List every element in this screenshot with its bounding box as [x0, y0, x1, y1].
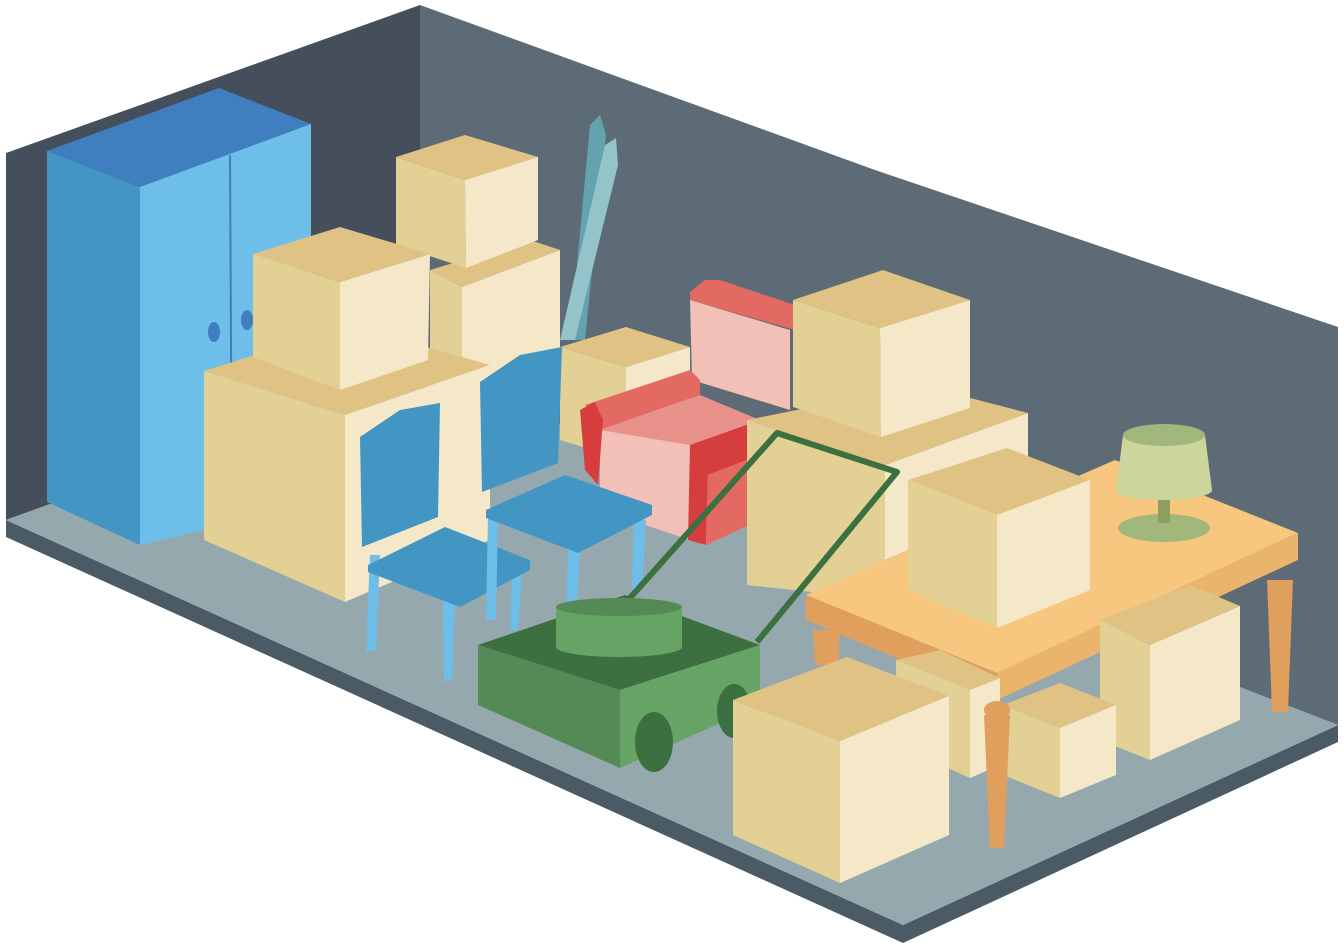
box-face	[465, 157, 538, 268]
chair-right	[480, 347, 652, 620]
cardboard-box	[733, 657, 949, 883]
cardboard-box	[1100, 585, 1240, 760]
box-face	[1060, 705, 1116, 798]
box-face	[840, 696, 949, 883]
box-face	[997, 480, 1090, 628]
box-face	[253, 227, 430, 282]
cardboard-box	[396, 135, 538, 268]
cardboard-box	[908, 448, 1090, 628]
box-face	[733, 700, 840, 883]
wardrobe-knob	[241, 310, 253, 330]
box-face	[733, 657, 949, 741]
box-face	[793, 300, 881, 437]
box-face	[430, 240, 560, 287]
wardrobe-knob	[208, 322, 220, 342]
box-face	[204, 371, 345, 602]
box-face	[908, 480, 997, 628]
box-face	[1003, 683, 1116, 728]
cardboard-box	[793, 270, 970, 437]
box-face	[396, 135, 538, 180]
box-face	[896, 650, 1000, 690]
box-face	[793, 270, 970, 328]
box-face	[253, 254, 340, 390]
box-face	[340, 254, 430, 390]
box-face	[1100, 585, 1240, 645]
cardboard-box	[253, 227, 430, 390]
skis	[560, 115, 618, 340]
box-face	[396, 157, 466, 268]
mower-wheel	[635, 712, 673, 772]
box-face	[747, 420, 885, 600]
boxes-on-table	[908, 448, 1090, 628]
box-face	[1003, 705, 1060, 798]
box-face	[560, 327, 690, 367]
boxes-front	[733, 657, 949, 883]
lamp	[1116, 424, 1212, 542]
armchair	[580, 280, 795, 545]
table-front-leg	[984, 701, 1010, 848]
box-face	[908, 448, 1090, 515]
lawn-mower	[478, 430, 900, 772]
cardboard-box	[1003, 683, 1116, 798]
box-face	[1150, 606, 1240, 760]
box-face	[880, 300, 970, 437]
